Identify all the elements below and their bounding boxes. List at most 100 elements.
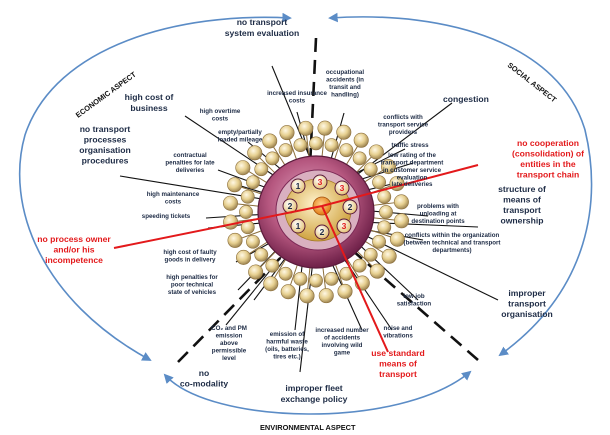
label-line: transport chain — [517, 170, 580, 180]
satellite-ball — [299, 121, 313, 135]
cell-number-bottom: 2 — [320, 227, 325, 237]
label-no-co-modality: noco-modality — [180, 368, 228, 389]
satellite-ball — [353, 259, 366, 272]
label-line: vibrations — [383, 333, 413, 340]
label-line: high overtime — [200, 108, 241, 115]
label-line: transit and — [329, 84, 361, 91]
label-improper-transport-organisation: impropertransportorganisation — [501, 288, 553, 319]
label-line: poor technical — [171, 282, 214, 289]
satellite-ball — [353, 152, 366, 165]
satellite-ball — [228, 233, 242, 247]
cell-number-right-lower: 3 — [342, 221, 347, 231]
satellite-ball — [255, 248, 268, 261]
label-line: incompetence — [45, 255, 103, 265]
satellite-ball — [378, 190, 391, 203]
label-line: game — [334, 350, 351, 357]
label-empty-loaded-mileage: empty/partiallyloaded mileage — [218, 129, 263, 144]
label-line: above — [220, 340, 238, 347]
label-line: business — [130, 103, 167, 113]
label-line: ownership — [501, 216, 544, 226]
label-conflicts-within: conflicts within the organization(betwee… — [404, 232, 501, 254]
satellite-ball — [338, 284, 352, 298]
satellite-ball — [246, 176, 259, 189]
label-line: no process owner — [37, 234, 111, 244]
label-line: involving wild — [322, 342, 363, 349]
label-congestion: congestion — [443, 94, 489, 104]
label-line: conflicts within the organization — [405, 232, 500, 239]
label-line: empty/partially — [218, 129, 262, 136]
cell-number-top-right: 3 — [318, 177, 323, 187]
label-line: emission of — [270, 331, 305, 338]
label-line: no cooperation — [517, 138, 579, 148]
satellite-ball — [279, 144, 292, 157]
label-line: in customer service — [383, 167, 442, 174]
label-line: traffic stress — [391, 142, 429, 149]
cell-number-top-left: 1 — [296, 181, 301, 191]
satellite-ball — [223, 215, 237, 229]
label-line: costs — [212, 116, 229, 123]
label-line: goods in delivery — [165, 257, 216, 264]
satellite-ball — [264, 276, 278, 290]
arrow-top-right — [330, 17, 592, 355]
satellite-ball — [354, 133, 368, 147]
label-line: permissible — [212, 348, 247, 355]
label-line: departments) — [432, 247, 471, 254]
satellite-ball — [241, 190, 254, 203]
label-line: providers — [389, 129, 418, 136]
satellite-ball — [266, 259, 279, 272]
label-line: organisation — [79, 145, 131, 155]
label-line: no transport — [237, 17, 288, 27]
label-line: improper fleet — [285, 383, 342, 393]
label-line: procedures — [82, 156, 129, 166]
label-line: improper — [508, 288, 546, 298]
label-line: transport — [379, 369, 417, 379]
label-line: and/or his — [53, 245, 94, 255]
label-line: co-modality — [180, 379, 228, 389]
label-line: of accidents — [324, 335, 361, 342]
cell-number-left-mid: 2 — [288, 201, 293, 211]
satellite-ball — [246, 235, 259, 248]
label-line: transport — [508, 299, 546, 309]
label-line: deliveries — [176, 167, 205, 174]
satellite-ball — [239, 205, 252, 218]
satellite-ball — [394, 195, 408, 209]
satellite-ball — [372, 176, 385, 189]
label-line: high maintenance — [147, 191, 200, 198]
satellite-ball — [266, 152, 279, 165]
satellite-ball — [223, 196, 237, 210]
label-line: (oils, batteries, — [265, 346, 309, 353]
label-occupational-accidents: occupationalaccidents (intransit andhand… — [326, 69, 364, 99]
satellite-ball — [318, 121, 332, 135]
environmental-aspect-label: ENVIRONMENTAL ASPECT — [260, 423, 356, 432]
label-line: no transport — [80, 124, 131, 134]
label-high-maintenance-costs: high maintenancecosts — [147, 191, 200, 206]
label-line: means of — [503, 195, 541, 205]
label-line: use standard — [371, 348, 425, 358]
label-improper-fleet-exchange: improper fleetexchange policy — [281, 383, 348, 404]
label-line: structure of — [498, 184, 546, 194]
label-line: noise and — [384, 325, 413, 332]
satellite-ball — [372, 235, 385, 248]
label-line: exchange policy — [281, 394, 348, 404]
label-line: organisation — [501, 309, 553, 319]
satellite-ball — [364, 163, 377, 176]
label-line: speeding tickets — [142, 213, 191, 220]
label-line: costs — [289, 98, 306, 105]
satellite-ball — [300, 289, 314, 303]
label-line: emission — [216, 333, 243, 340]
label-line: means of — [379, 359, 417, 369]
satellite-ball — [379, 205, 392, 218]
label-line: low job — [403, 293, 425, 300]
cell-number-right-upper: 3 — [340, 183, 345, 193]
label-line: unloading at — [420, 211, 457, 218]
